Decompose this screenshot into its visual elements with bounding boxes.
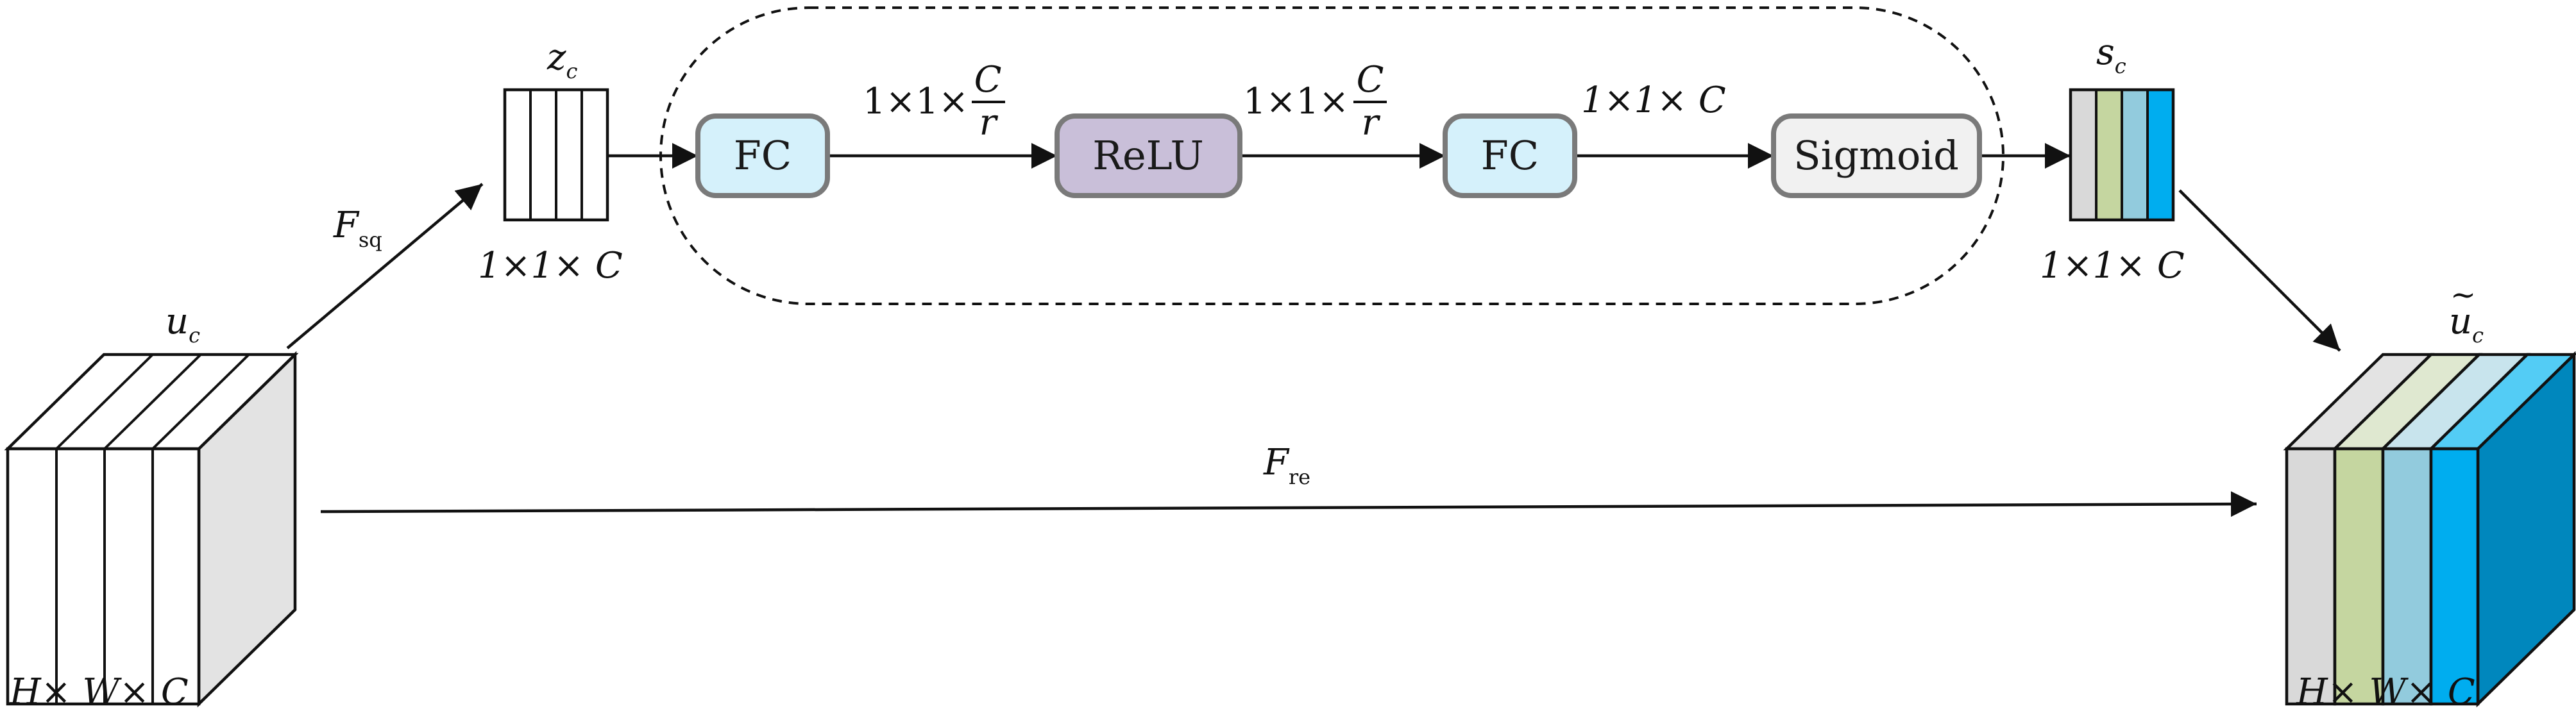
sigmoid-label: Sigmoid [1793,132,1959,179]
squeezed-vector-dims: 1×1× C [478,245,623,287]
output-tensor-accent: ~ [2450,277,2476,313]
output-tensor [2283,351,2576,708]
svg-text:1×1×: 1×1× [863,81,969,122]
rescale-arrow [320,491,2257,517]
svg-text:C: C [974,59,1002,101]
relu-label: ReLU [1092,132,1203,179]
scale-vector [2069,88,2175,222]
input-tensor-label: uc [165,301,200,347]
squeezed-vector [503,88,609,222]
rescale-label: Fre [1263,442,1310,489]
edge3-dims: 1×1× C [1581,79,1726,121]
output-tensor-label: uc [2449,301,2484,347]
edge2-dims: 1×1× C r [1243,59,1387,144]
svg-text:1×1×: 1×1× [1243,81,1349,122]
squeeze-arrow [286,183,484,349]
scale-vector-dims: 1×1× C [2040,245,2185,287]
svg-text:C: C [1357,59,1384,101]
squeezed-vector-label: zc [547,37,578,83]
scale-arrow [2178,189,2341,352]
output-tensor-dims: H× W× C [2296,671,2475,711]
relu-box: ReLU [1055,113,1242,198]
fc1-box: FC [695,113,830,198]
fc2-label: FC [1481,132,1539,179]
input-tensor-dims: H× W× C [9,671,189,711]
sigmoid-box: Sigmoid [1771,113,1982,198]
edge1-dims: 1×1× C r [863,59,1005,144]
fc1-label: FC [734,132,792,179]
fc2-box: FC [1443,113,1577,198]
svg-text:r: r [979,102,999,144]
input-tensor [4,351,299,708]
svg-text:r: r [1362,102,1381,144]
squeeze-label: Fsq [333,205,382,252]
scale-vector-label: sc [2096,31,2126,78]
